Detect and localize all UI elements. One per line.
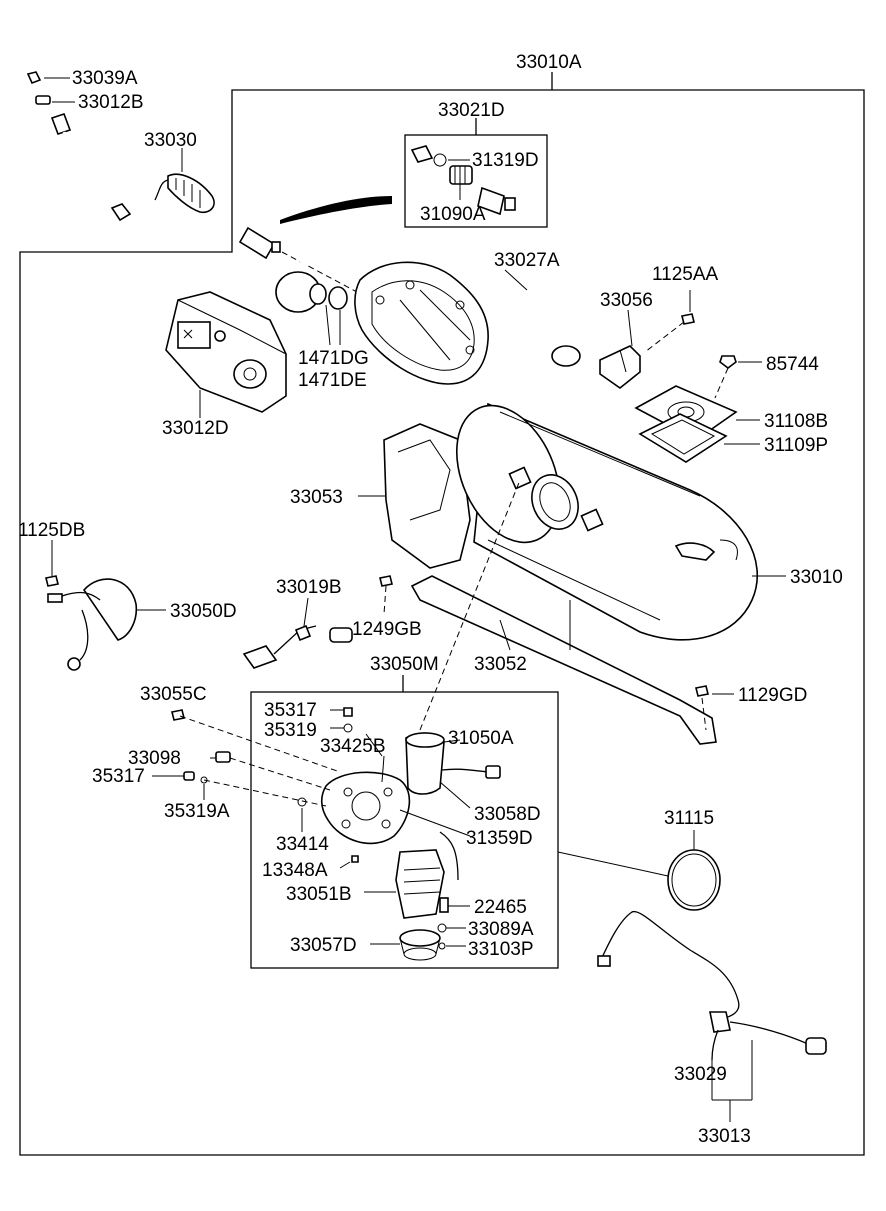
label-33021D: 33021D [438,100,505,121]
label-33052: 33052 [474,654,527,675]
label-31090A: 31090A [420,204,486,225]
label-1129GD: 1129GD [738,685,807,706]
label-31359D: 31359D [466,828,533,849]
part-33056-bracket [599,345,641,389]
label-33055C: 33055C [140,684,207,705]
part-33030-hose [50,112,215,222]
label-13348A: 13348A [262,860,328,881]
part-31050A-filter [405,732,501,795]
assembly-frame [19,89,865,1156]
part-33029-harness [597,910,827,1061]
label-33039A: 33039A [72,68,138,89]
label-35317-upper: 35317 [264,700,317,721]
label-31050A: 31050A [448,728,514,749]
part-1249GB-bolt [379,575,393,587]
part-33012D-canister [165,291,287,413]
label-33012B: 33012B [78,92,144,113]
label-33012D: 33012D [162,418,229,439]
label-33056: 33056 [600,290,653,311]
part-85744-plug [719,355,737,369]
part-33019B-valve [242,624,353,669]
part-31115-gasket [667,849,721,911]
part-labels: 33039A 33012B 33030 33010A 33021D 31319D… [18,52,843,1147]
label-33050M: 33050M [370,654,439,675]
label-33027A: 33027A [494,250,560,271]
label-31108B: 31108B [764,411,828,432]
label-85744: 85744 [766,354,819,375]
label-33051B: 33051B [286,884,352,905]
part-33053-heat-shield [383,423,471,569]
label-35317-lower: 35317 [92,766,145,787]
label-31319D: 31319D [472,150,539,171]
label-22465: 22465 [474,897,527,918]
part-33010-fuel-tank [455,402,758,641]
part-small-fittings [171,707,447,950]
label-33103P: 33103P [468,939,534,960]
label-33013: 33013 [698,1126,751,1147]
label-33029: 33029 [674,1064,727,1085]
label-33414: 33414 [276,834,329,855]
label-1471DG: 1471DG [298,348,369,369]
label-1125AA: 1125AA [652,264,719,285]
label-1125DB: 1125DB [18,520,85,541]
label-35319: 35319 [264,720,317,741]
label-35319A: 35319A [164,801,230,822]
part-filter-cartridge [238,226,281,260]
part-1129GD-bolt [695,685,709,697]
part-1471-clamps [275,271,348,313]
label-33010: 33010 [790,567,843,588]
part-33027A-pipe [297,234,581,368]
part-33039A-clip [26,71,42,85]
label-33053: 33053 [290,487,343,508]
label-1471DE: 1471DE [298,370,367,391]
part-1125AA-bolt [681,313,695,325]
part-33057D-ring [399,929,441,961]
flow-arrow [280,196,392,224]
label-31109P: 31109P [764,435,828,456]
label-33098: 33098 [128,748,181,769]
part-33012B-connector [35,95,51,105]
label-33425B: 33425B [320,736,386,757]
label-33010A: 33010A [516,52,582,73]
label-33019B: 33019B [276,577,342,598]
label-1249GB: 1249GB [352,619,422,640]
part-33050D-cover [47,578,138,671]
part-1125DB-bolt [45,575,59,587]
label-33058D: 33058D [474,804,541,825]
label-33057D: 33057D [290,935,357,956]
label-33050D: 33050D [170,601,237,622]
part-31109P-gasket [638,413,728,463]
part-pump-flange [320,771,411,845]
subassembly-box-33050M [250,691,559,969]
part-33021D-fittings [410,145,516,216]
label-33030: 33030 [144,130,197,151]
part-filter-housing [354,261,489,385]
part-33051B-pump [395,849,449,919]
label-33089A: 33089A [468,919,534,940]
label-31115: 31115 [664,808,714,829]
